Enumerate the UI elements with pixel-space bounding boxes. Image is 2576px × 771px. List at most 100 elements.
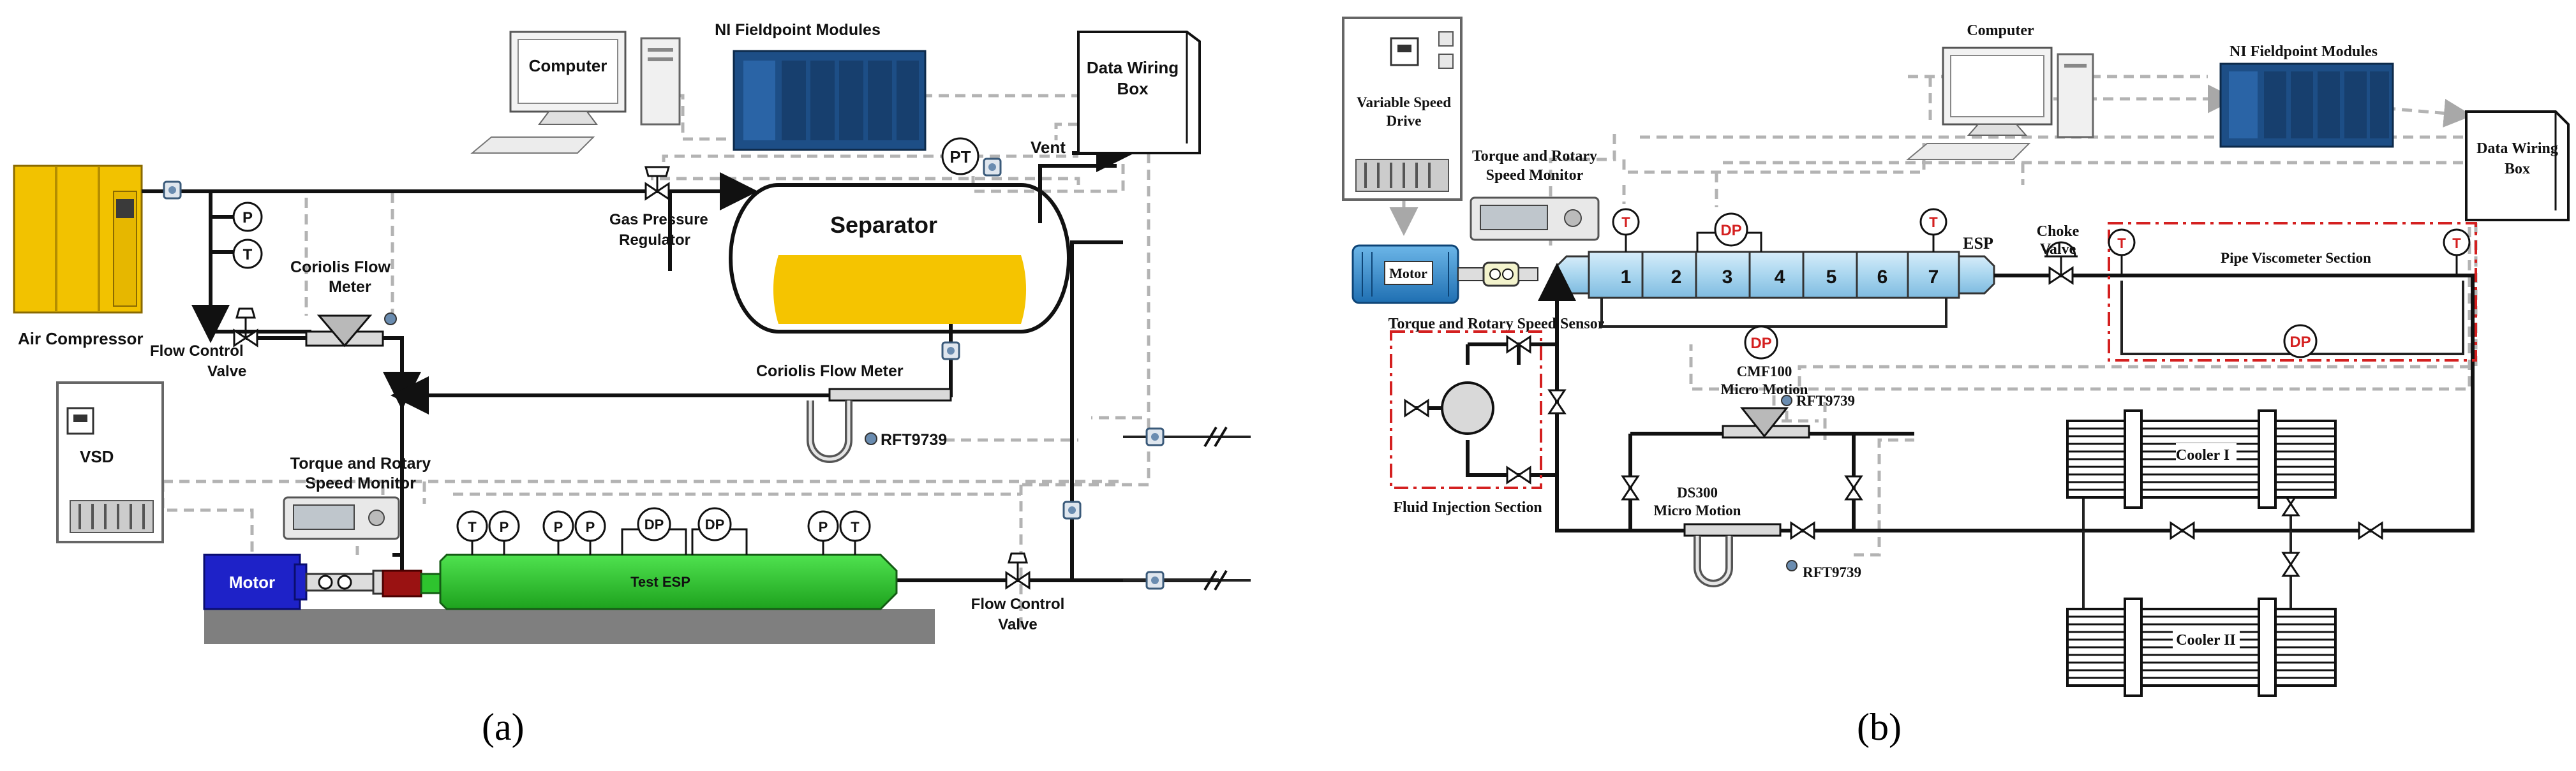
test-esp: Test ESP <box>439 554 898 610</box>
svg-text:PT: PT <box>949 147 971 166</box>
svg-text:P: P <box>554 519 563 535</box>
cooler-2: Cooler II <box>2066 598 2337 697</box>
ni-modules-label: NI Fieldpoint Modules <box>2230 43 2378 60</box>
data-wiring-box-label: Box <box>2505 161 2530 177</box>
vsd-label: Variable Speed <box>1357 94 1451 110</box>
panel-a: Air Compressor <box>13 21 1251 748</box>
motor-a: Motor <box>203 554 308 610</box>
coriolis-flow-meter-label: Coriolis Flow Meter <box>756 362 904 380</box>
coriolis-flow-meter-label: Meter <box>329 278 371 296</box>
cmf100-label: Micro Motion <box>1721 381 1808 397</box>
flow-meter-icon <box>1145 571 1165 590</box>
choke-valve-label: Valve <box>2040 241 2076 258</box>
data-wiring-box-a: Data Wiring Box <box>1077 31 1201 154</box>
motor-label: Motor <box>229 573 275 592</box>
coriolis-flow-meter-mid <box>807 388 952 463</box>
ds300-meter: DS300 Micro Motion RFT9739 <box>1654 485 1861 587</box>
data-wiring-box-label: Box <box>1117 79 1149 98</box>
esp-stage-label: 4 <box>1775 267 1785 288</box>
svg-text:T: T <box>2452 235 2461 251</box>
choke-valve-label: Choke <box>2037 223 2080 240</box>
svg-text:T: T <box>1621 214 1630 230</box>
torque-sensor-label: Torque and Rotary Speed Sensor <box>1389 316 1605 332</box>
svg-text:T: T <box>851 519 860 535</box>
valve-icon <box>2170 522 2195 540</box>
computer-a: Computer <box>470 31 681 154</box>
flow-control-valve-left <box>233 307 258 347</box>
cooler-label: Cooler II <box>2176 632 2236 649</box>
valve-icon <box>1790 522 1815 540</box>
valve-icon <box>1621 475 1639 501</box>
pipe-viscometer-label: Pipe Viscometer Section <box>2221 250 2371 266</box>
torque-monitor-label: Torque and Rotary <box>1472 148 1597 165</box>
pipe-viscometer-section: Pipe Viscometer Section T T DP <box>2108 222 2477 362</box>
flow-meter-icon <box>163 180 182 200</box>
panel-b: Variable Speed Drive Torque and Rotary S… <box>1342 17 2570 748</box>
separator-label: Separator <box>830 212 937 238</box>
ni-fieldpoint-modules-b: NI Fieldpoint Modules <box>2219 43 2394 148</box>
valve-icon <box>1404 399 1429 417</box>
flow-meter-icon <box>1062 501 1082 520</box>
torque-speed-monitor-a: Torque and Rotary Speed Monitor <box>283 455 431 540</box>
test-esp-label: Test ESP <box>630 574 690 590</box>
svg-text:T: T <box>243 246 253 263</box>
choke-valve <box>2044 241 2078 284</box>
svg-text:T: T <box>2117 235 2126 251</box>
cooler-1: Cooler I <box>2066 409 2337 509</box>
vsd-label: VSD <box>80 447 114 466</box>
motor-b: Motor <box>1351 244 1459 304</box>
svg-text:P: P <box>500 519 509 535</box>
data-wiring-box-b: Data Wiring Box <box>2465 110 2570 221</box>
ni-modules-label: NI Fieldpoint Modules <box>715 21 881 39</box>
valve-icon <box>2358 522 2383 540</box>
esp-dp-gauge: DP <box>1744 325 1778 360</box>
esp-gauges-b: T DP T <box>1612 208 1947 252</box>
data-wiring-box-label: Data Wiring <box>1087 58 1179 77</box>
svg-text:P: P <box>242 209 253 226</box>
caption-a: (a) <box>482 706 525 748</box>
valve-icon <box>2282 552 2300 577</box>
flow-meter-icon <box>941 341 960 360</box>
vsd-a: VSD <box>56 381 164 543</box>
motor-label: Motor <box>1389 265 1427 281</box>
svg-text:DP: DP <box>705 517 725 532</box>
svg-text:DP: DP <box>2289 334 2311 351</box>
computer-b: Computer <box>1906 22 2094 160</box>
base-skid <box>204 609 935 644</box>
gas-pressure-regulator-label: Gas Pressure <box>609 211 708 228</box>
air-compressor: Air Compressor <box>13 165 144 348</box>
svg-text:T: T <box>1929 214 1938 230</box>
gas-pressure-regulator-label: Regulator <box>619 231 690 249</box>
pressure-gauge-a: P <box>232 202 263 232</box>
ds300-label: Micro Motion <box>1654 503 1741 518</box>
flow-meter-icon <box>983 158 1002 177</box>
coriolis-flow-meter-top <box>305 312 397 348</box>
flow-control-valve-label: Valve <box>207 363 246 380</box>
esp-b: 1 2 3 4 5 6 7 ESP <box>1556 234 1995 299</box>
svg-text:P: P <box>586 519 595 535</box>
svg-text:DP: DP <box>1720 222 1741 239</box>
torque-speed-monitor-b: Torque and Rotary Speed Monitor <box>1470 148 1600 241</box>
svg-text:DP: DP <box>1750 335 1771 352</box>
cooler-label: Cooler I <box>2176 447 2230 464</box>
torque-speed-sensor <box>1482 261 1520 287</box>
fluid-injection-label: Fluid Injection Section <box>1393 499 1542 516</box>
esp-stage-label: 6 <box>1877 267 1888 288</box>
esp-gauges-a: T P P P DP DP P T <box>456 507 871 555</box>
flow-control-valve-label: Flow Control <box>150 342 244 360</box>
valve-icon <box>1548 389 1566 415</box>
torque-monitor-label: Speed Monitor <box>305 474 416 492</box>
torque-monitor-label: Torque and Rotary <box>290 455 431 473</box>
computer-label: Computer <box>1967 22 2034 39</box>
caption-b: (b) <box>1857 706 1902 748</box>
svg-text:P: P <box>819 519 828 535</box>
ds300-label: DS300 <box>1677 485 1718 501</box>
flow-control-valve-label: Valve <box>998 616 1037 633</box>
coriolis-flow-meter-label: Coriolis Flow <box>290 258 391 276</box>
flow-meter-icon <box>1145 427 1165 446</box>
coupling <box>382 569 422 598</box>
rft-label: RFT9739 <box>1803 564 1861 580</box>
esp-stage-label: 3 <box>1722 267 1733 288</box>
torque-monitor-label: Speed Monitor <box>1486 167 1584 184</box>
